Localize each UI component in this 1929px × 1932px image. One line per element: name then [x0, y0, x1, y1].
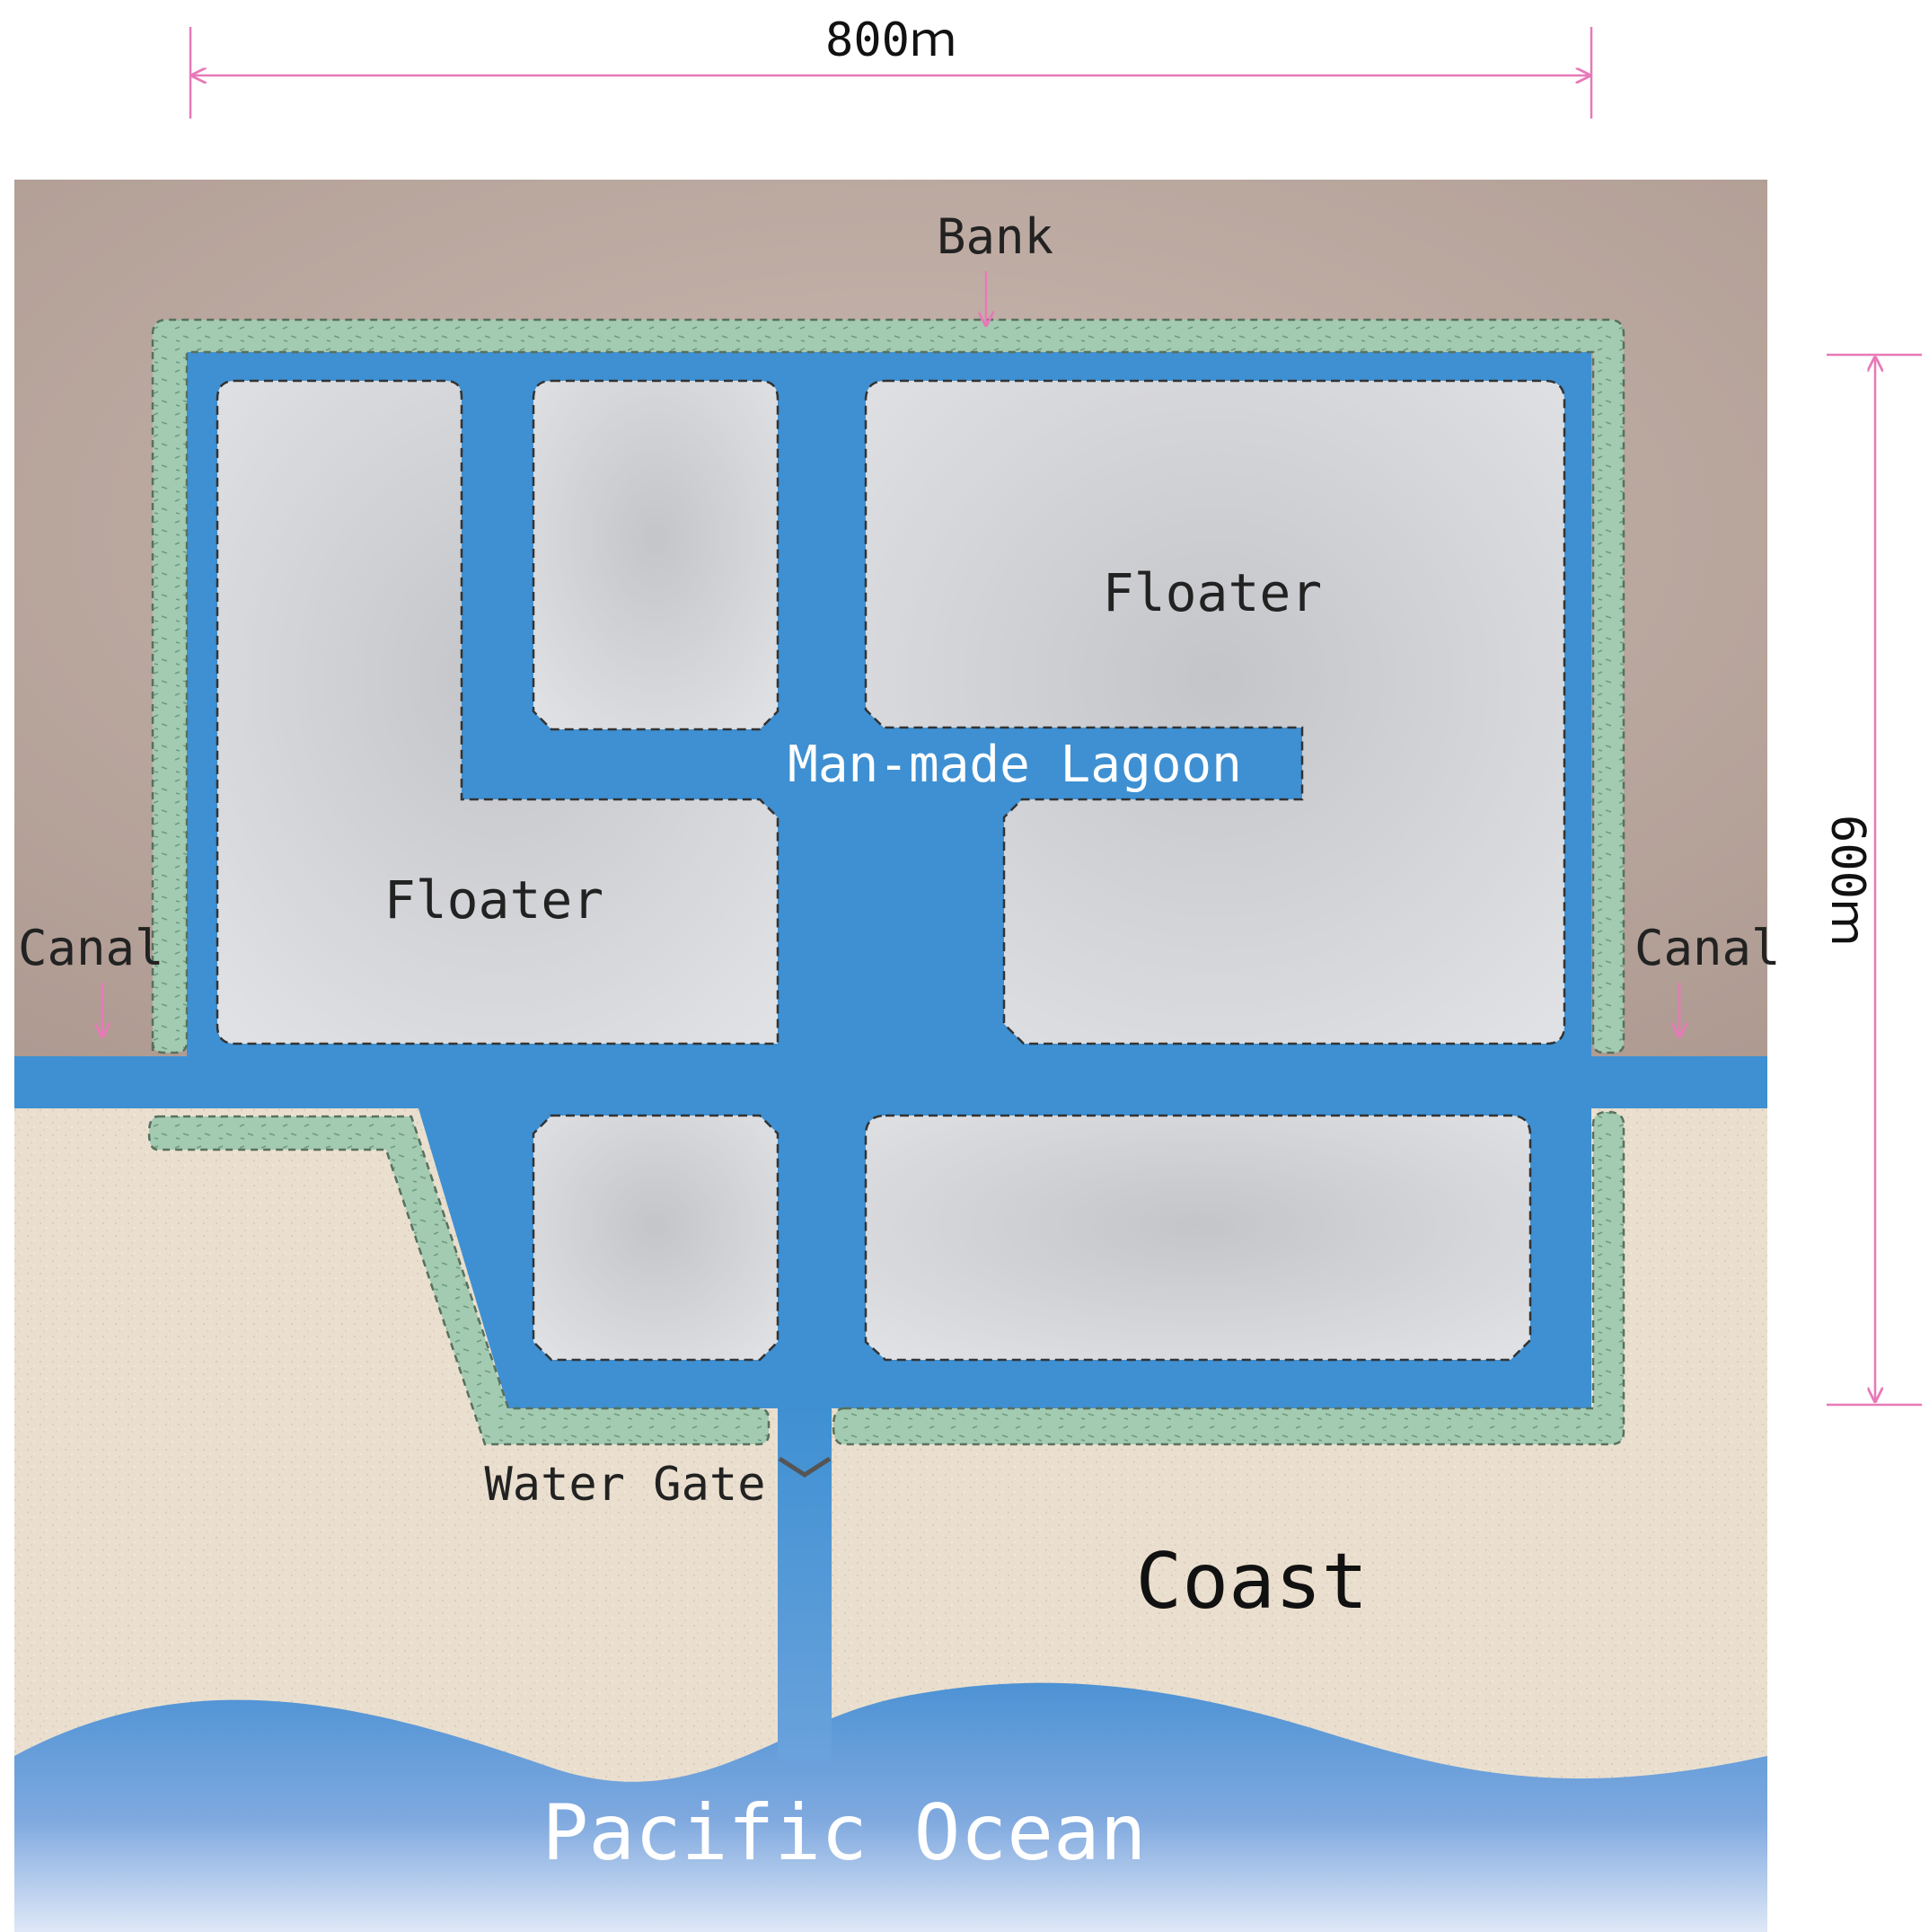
- width-label: 800ｍ: [825, 13, 956, 67]
- floater-label-top-right: Floater: [1103, 562, 1322, 623]
- floater-label-left: Floater: [384, 869, 603, 931]
- bank-top: [151, 318, 1625, 1054]
- floater-bottom-right: [864, 1114, 1532, 1362]
- floater-top-left-l: [216, 379, 780, 1045]
- bank-lower-left: [147, 1115, 771, 1446]
- floater-top-middle: [532, 379, 780, 731]
- canal-right-label: Canal: [1634, 920, 1781, 976]
- water-gate-label: Water Gate: [484, 1458, 765, 1512]
- ocean-label: Pacific Ocean: [542, 1788, 1146, 1878]
- canal-left-label: Canal: [18, 920, 164, 976]
- lagoon-label: Man-made Lagoon: [788, 736, 1242, 794]
- height-label: 600ｍ: [1820, 815, 1874, 946]
- canal: [14, 1056, 1767, 1108]
- pacific-ocean: [14, 1682, 1767, 1932]
- bank-label: Bank: [937, 208, 1053, 265]
- coast-label: Coast: [1136, 1537, 1369, 1627]
- gate-channel: [778, 1401, 832, 1760]
- floater-bottom-left: [532, 1114, 780, 1362]
- bank-lower-right: [832, 1110, 1625, 1446]
- chevron-gate-icon: [778, 1456, 832, 1478]
- floater-top-right: [864, 379, 1566, 1045]
